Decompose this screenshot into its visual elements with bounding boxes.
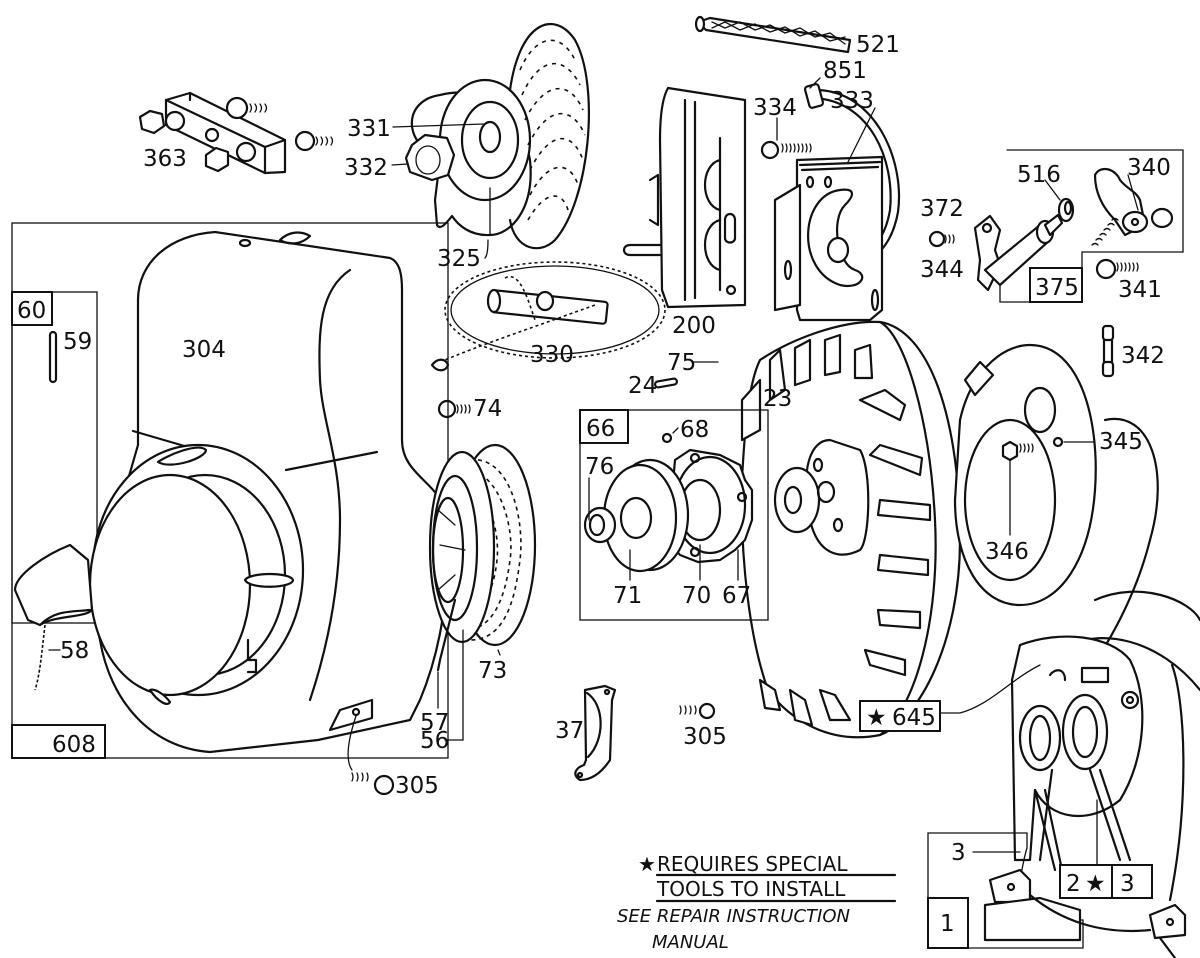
part-label-74: 74 bbox=[473, 396, 502, 422]
kit-box-375 bbox=[999, 149, 1184, 303]
part-label-342: 342 bbox=[1121, 343, 1165, 369]
kit-box-60 bbox=[11, 291, 98, 624]
kit-box-66 bbox=[579, 409, 769, 621]
screw-part-305-b bbox=[679, 702, 716, 720]
starter-handle-part-58 bbox=[13, 543, 94, 691]
part-label-200: 200 bbox=[672, 313, 716, 339]
sleeve-part-521 bbox=[694, 15, 852, 54]
part-label-305-b: 305 bbox=[683, 724, 727, 750]
part-label-332: 332 bbox=[344, 155, 388, 181]
part-label-67: 67 bbox=[722, 583, 751, 609]
part-label-3-a: 3 bbox=[951, 840, 966, 866]
part-label-75: 75 bbox=[667, 350, 696, 376]
kit-label-box-608 bbox=[11, 724, 106, 759]
note-line-2: TOOLS TO INSTALL bbox=[656, 877, 846, 901]
stop-switch-part-516 bbox=[973, 179, 1075, 292]
part-label-1: 1 bbox=[940, 911, 955, 937]
part-label-346: 346 bbox=[985, 539, 1029, 565]
part-label-71: 71 bbox=[613, 583, 642, 609]
plate-part-345 bbox=[953, 343, 1159, 702]
part-label-851: 851 bbox=[823, 58, 867, 84]
starter-cup-part-325 bbox=[391, 78, 532, 237]
part-label-76: 76 bbox=[585, 454, 614, 480]
part-label-60: 60 bbox=[17, 298, 46, 324]
part-label-3-b: 3 bbox=[1120, 871, 1135, 897]
note-star: ★ bbox=[638, 852, 656, 876]
rewind-starter-part-73 bbox=[428, 443, 537, 647]
part-label-608: 608 bbox=[52, 732, 96, 758]
part-label-305-a: 305 bbox=[395, 773, 439, 799]
screw-part-344 bbox=[928, 230, 955, 248]
bracket-part-340 bbox=[1091, 167, 1174, 246]
part-label-340: 340 bbox=[1127, 155, 1171, 181]
kit-label-box-60 bbox=[11, 291, 53, 326]
special-tools-note: ★ REQUIRES SPECIAL TOOLS TO INSTALL SEE … bbox=[617, 852, 897, 953]
part-label-66: 66 bbox=[586, 416, 615, 442]
screw-part-74 bbox=[437, 399, 471, 419]
kit-label-box-1 bbox=[927, 897, 969, 949]
screw-part-341 bbox=[1095, 258, 1139, 280]
part-label-325: 325 bbox=[437, 246, 481, 272]
part-label-344: 344 bbox=[920, 257, 964, 283]
key-part-24 bbox=[654, 377, 678, 389]
part-label-375: 375 bbox=[1035, 275, 1079, 301]
part-label-59: 59 bbox=[63, 329, 92, 355]
part-label-304: 304 bbox=[182, 337, 226, 363]
screw-part-334 bbox=[760, 117, 812, 160]
air-vane-part-200 bbox=[622, 86, 747, 309]
pin-part-59 bbox=[48, 330, 58, 384]
flywheel-part-23 bbox=[740, 320, 962, 739]
part-label-24: 24 bbox=[628, 373, 657, 399]
fuse-part-342 bbox=[1101, 324, 1115, 378]
part-label-37: 37 bbox=[555, 718, 584, 744]
part-label-333: 333 bbox=[830, 88, 874, 114]
kit-label-box-375 bbox=[1029, 267, 1083, 303]
part-label-521: 521 bbox=[856, 32, 900, 58]
part-label-2: 2 bbox=[1066, 871, 1081, 897]
kit-box-1 bbox=[927, 832, 1084, 949]
part-label-516: 516 bbox=[1017, 162, 1061, 188]
part-label-56: 56 bbox=[420, 728, 449, 754]
kit-label-box-2 bbox=[1059, 864, 1113, 899]
part-label-330: 330 bbox=[530, 342, 574, 368]
part-label-68: 68 bbox=[680, 417, 709, 443]
screw-part-305-a bbox=[347, 715, 395, 796]
part-label-341: 341 bbox=[1118, 277, 1162, 303]
part-label-345: 345 bbox=[1099, 429, 1143, 455]
part-label-2-star: ★ bbox=[1085, 871, 1106, 897]
ball-part-68 bbox=[661, 432, 673, 444]
pulley-part-71 bbox=[602, 458, 690, 573]
part-label-645-star: ★ bbox=[866, 705, 887, 731]
kit-label-box-3-b bbox=[1111, 864, 1153, 899]
note-line-3: SEE REPAIR INSTRUCTION bbox=[617, 906, 850, 927]
crankcase bbox=[1010, 590, 1200, 902]
bracket-part-37 bbox=[574, 684, 617, 782]
part-label-58: 58 bbox=[60, 638, 89, 664]
screw-part-346 bbox=[1001, 440, 1034, 536]
kit-label-box-66 bbox=[579, 409, 629, 444]
part-label-372: 372 bbox=[920, 196, 964, 222]
part-label-645: 645 bbox=[892, 705, 936, 731]
kit-label-box-645 bbox=[859, 700, 941, 732]
puller-bar-part-363 bbox=[138, 91, 334, 175]
part-label-73: 73 bbox=[478, 658, 507, 684]
armature-part-333 bbox=[773, 83, 901, 322]
starter-screen bbox=[508, 22, 590, 250]
note-line-1: REQUIRES SPECIAL bbox=[657, 852, 848, 876]
washer-part-76 bbox=[583, 506, 617, 544]
part-label-23: 23 bbox=[763, 386, 792, 412]
part-label-70: 70 bbox=[682, 583, 711, 609]
part-label-334: 334 bbox=[753, 95, 797, 121]
note-line-4: MANUAL bbox=[652, 932, 729, 953]
starter-rope-part-330 bbox=[430, 261, 666, 372]
spring-part-57 bbox=[436, 598, 457, 672]
connecting-bracket bbox=[983, 868, 1187, 958]
part-label-363: 363 bbox=[143, 146, 187, 172]
part-label-57: 57 bbox=[420, 710, 449, 736]
part-label-331: 331 bbox=[347, 116, 391, 142]
blower-housing-part-304 bbox=[88, 230, 449, 754]
